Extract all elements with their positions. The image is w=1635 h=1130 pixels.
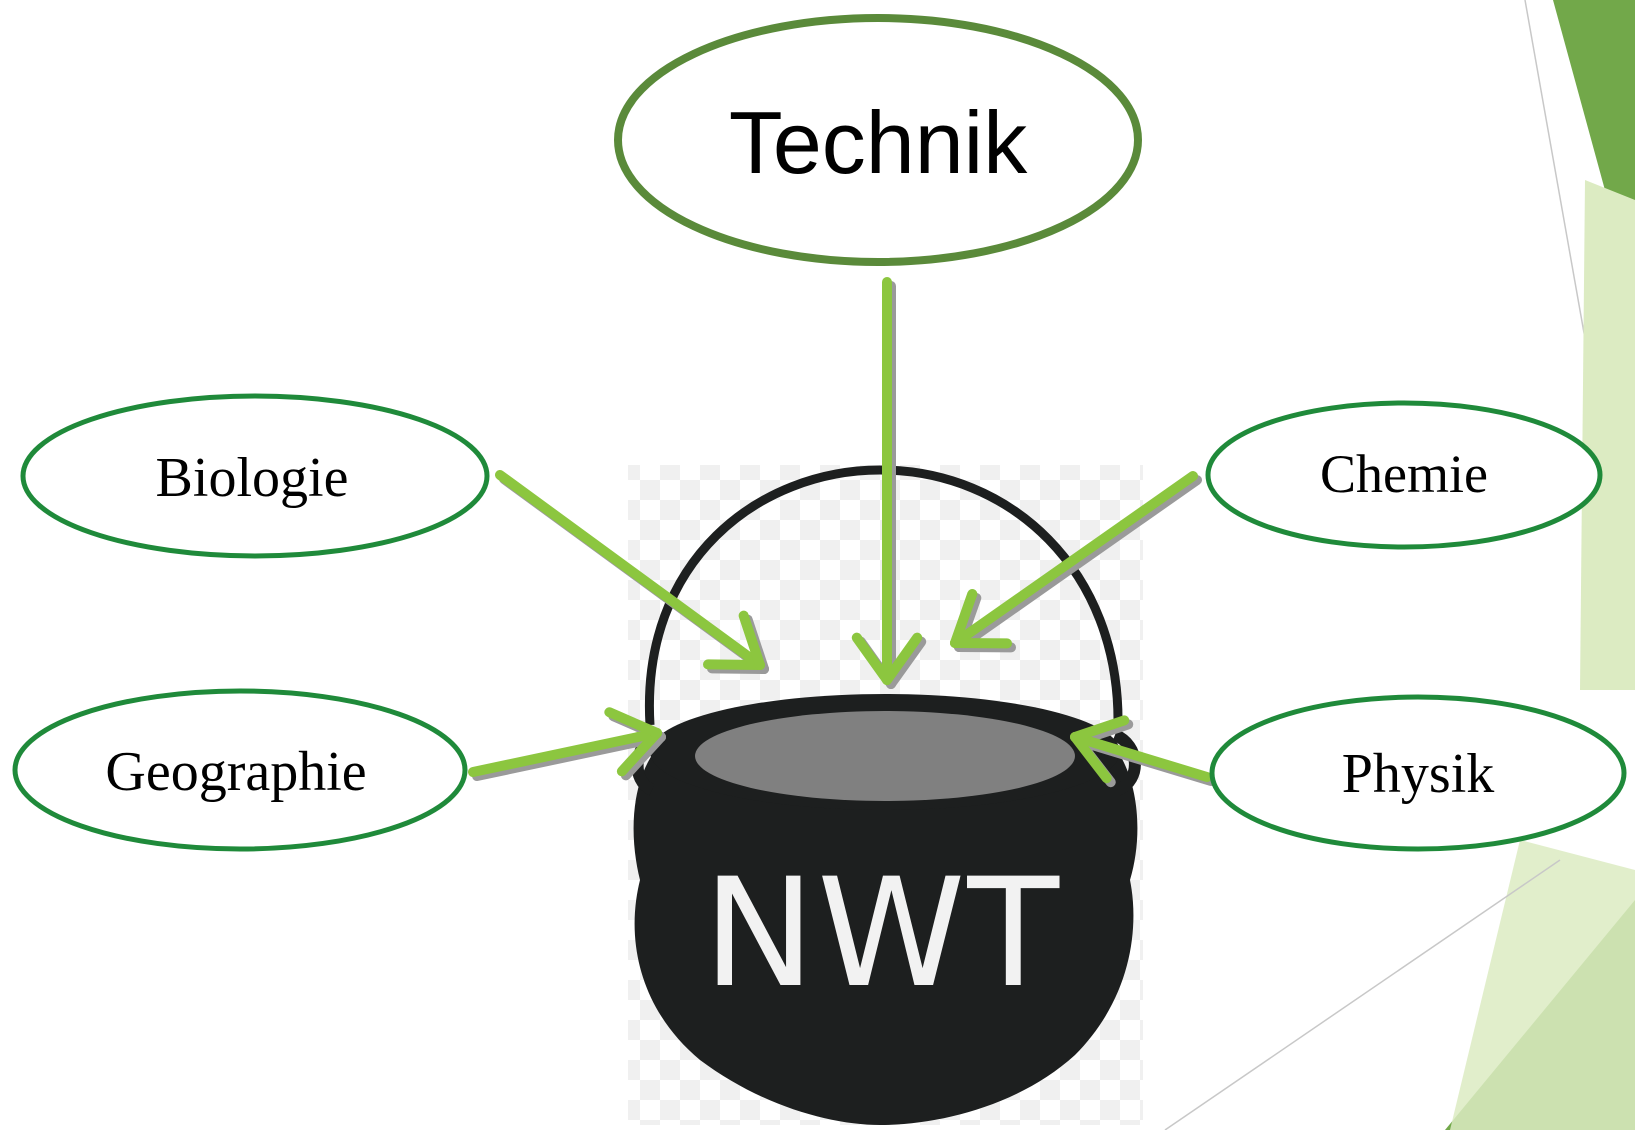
decor-light-triangle bbox=[1580, 180, 1635, 690]
cauldron-icon: NWT bbox=[628, 465, 1143, 1125]
decor-thin-line-bottom bbox=[1164, 859, 1561, 1130]
arrows-group bbox=[468, 277, 1216, 788]
technik-node: Technik bbox=[614, 14, 1142, 266]
cauldron-liquid bbox=[695, 711, 1075, 801]
arrow-technik bbox=[851, 277, 923, 685]
physik-ellipse bbox=[1209, 694, 1627, 852]
geographie-ellipse bbox=[12, 688, 468, 852]
chemie-label: Chemie bbox=[1320, 444, 1488, 504]
cauldron-body bbox=[633, 755, 1138, 1125]
arrow-physik bbox=[1070, 715, 1212, 784]
physik-label: Physik bbox=[1342, 743, 1495, 805]
arrow-chemie bbox=[950, 471, 1198, 649]
chemie-node: Chemie bbox=[1205, 400, 1603, 550]
physik-node: Physik bbox=[1209, 694, 1627, 852]
biologie-label: Biologie bbox=[156, 447, 349, 509]
geographie-label: Geographie bbox=[105, 741, 366, 803]
decor-light-triangle-bottom bbox=[1450, 840, 1635, 1130]
slide-decoration bbox=[1164, 0, 1635, 1130]
biologie-ellipse bbox=[20, 393, 490, 559]
geographie-node: Geographie bbox=[12, 688, 468, 852]
technik-ellipse bbox=[614, 14, 1142, 266]
arrow-geographie bbox=[468, 707, 662, 777]
biologie-node: Biologie bbox=[20, 393, 490, 559]
chemie-ellipse bbox=[1205, 400, 1603, 550]
decor-thin-line-top bbox=[1524, 0, 1596, 396]
arrow-biologie bbox=[495, 470, 765, 670]
center-label: NWT bbox=[703, 847, 1061, 1021]
cauldron-handle bbox=[644, 465, 1123, 726]
technik-label: Technik bbox=[729, 93, 1028, 192]
